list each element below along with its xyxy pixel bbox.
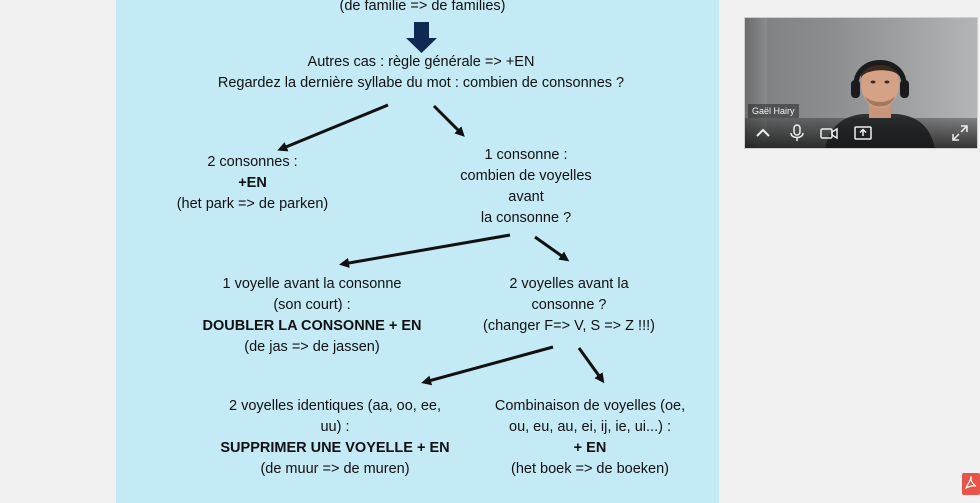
identical-vowels-box: 2 voyelles identiques (aa, oo, ee, uu) :… bbox=[200, 396, 470, 480]
two-vowels-note: (changer F=> V, S => Z !!!) bbox=[483, 318, 655, 334]
one-vowel-example: (de jas => de jassen) bbox=[244, 339, 380, 355]
identical-vowels-example: (de muur => de muren) bbox=[260, 461, 410, 477]
chevron-up-icon[interactable] bbox=[753, 123, 773, 143]
one-consonant-question-1: combien de voyelles bbox=[460, 168, 592, 184]
arrow-to-identical-vowels bbox=[421, 345, 554, 386]
two-vowels-subtitle: consonne ? bbox=[531, 297, 607, 313]
one-consonant-question-3: la consonne ? bbox=[480, 210, 572, 226]
arrow-to-vowel-combination bbox=[577, 347, 605, 384]
arrow-to-one-consonant bbox=[432, 104, 465, 137]
intro-question: Regardez la dernière syllabe du mot : co… bbox=[217, 75, 625, 91]
identical-vowels-rule: SUPPRIMER UNE VOYELLE + EN bbox=[220, 440, 450, 456]
microphone-icon[interactable] bbox=[787, 123, 807, 143]
two-vowels-box: 2 voyelles avant la consonne ? (changer … bbox=[463, 274, 675, 337]
example-familie: (de familie => de families) bbox=[339, 0, 506, 14]
intro-rule-line: Autres cas : règle générale => +EN bbox=[307, 54, 535, 70]
arrow-to-two-vowels bbox=[534, 235, 570, 262]
one-consonant-box: 1 consonne : combien de voyelles avant l… bbox=[426, 145, 626, 229]
vowel-combination-title: Combinaison de voyelles (oe, bbox=[494, 398, 686, 414]
video-call-window[interactable]: Gaël Hairy bbox=[744, 17, 978, 149]
two-consonants-example: (het park => de parken) bbox=[176, 196, 329, 212]
vowel-combination-list: ou, eu, au, ei, ij, ie, ui...) : bbox=[509, 419, 671, 435]
one-vowel-box: 1 voyelle avant la consonne (son court) … bbox=[187, 274, 437, 358]
identical-vowels-title: 2 voyelles identiques (aa, oo, ee, bbox=[229, 398, 441, 414]
two-consonants-rule: +EN bbox=[238, 175, 267, 191]
vowel-combination-rule: + EN bbox=[573, 440, 607, 456]
down-arrow-icon bbox=[406, 22, 437, 53]
one-vowel-subtitle: (son court) : bbox=[273, 297, 351, 313]
one-vowel-rule: DOUBLER LA CONSONNE + EN bbox=[202, 318, 422, 334]
camera-icon[interactable] bbox=[819, 123, 839, 143]
arrow-to-two-consonants bbox=[277, 103, 389, 152]
two-consonants-box: 2 consonnes : +EN (het park => de parken… bbox=[150, 152, 355, 215]
two-vowels-title: 2 voyelles avant la bbox=[509, 276, 629, 292]
intro-rule: Autres cas : règle générale => +EN Regar… bbox=[150, 52, 692, 94]
share-screen-icon[interactable] bbox=[853, 123, 873, 143]
vowel-combination-example: (het boek => de boeken) bbox=[510, 461, 669, 477]
one-consonant-title: 1 consonne : bbox=[484, 147, 568, 163]
arrow-to-one-vowel bbox=[339, 233, 511, 268]
vowel-combination-box: Combinaison de voyelles (oe, ou, eu, au,… bbox=[475, 396, 705, 480]
one-vowel-title: 1 voyelle avant la consonne bbox=[222, 276, 402, 292]
video-controls-bar bbox=[745, 118, 977, 148]
identical-vowels-subtitle: uu) : bbox=[320, 419, 350, 435]
one-consonant-question-2: avant bbox=[508, 189, 544, 205]
participant-name: Gaël Hairy bbox=[748, 104, 799, 118]
two-consonants-title: 2 consonnes : bbox=[207, 154, 298, 170]
pdf-icon[interactable] bbox=[962, 473, 980, 495]
expand-icon[interactable] bbox=[950, 123, 970, 143]
